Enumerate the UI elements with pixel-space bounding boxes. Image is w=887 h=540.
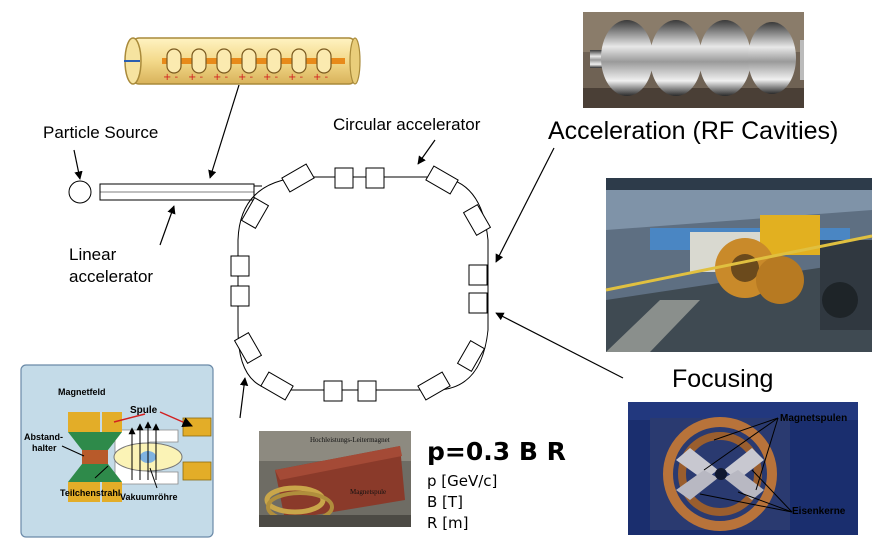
ring-magnet — [233, 332, 263, 364]
ring-magnet — [417, 371, 451, 401]
formula-unit-momentum: p [GeV/c] — [427, 472, 498, 490]
ring-magnet — [323, 380, 343, 402]
ring-magnet — [230, 285, 250, 307]
dipole-magnet-photo: Hochleistungs-Leitermagnet Magnetspule — [259, 431, 411, 527]
ring-magnet — [357, 380, 377, 402]
formula-unit-field: B [T] — [427, 493, 463, 511]
ring-magnet — [240, 197, 270, 229]
svg-text:Hochleistungs-Leitermagnet: Hochleistungs-Leitermagnet — [310, 436, 390, 444]
charge-mark: + - — [288, 72, 304, 83]
circular-accelerator-ring — [230, 163, 492, 402]
dipole-label-abstandhalter-1: Abstand- — [24, 432, 63, 442]
ring-magnet — [468, 264, 488, 286]
dipole-label-magnetfeld: Magnetfeld — [58, 387, 106, 397]
ring-magnet — [334, 167, 354, 189]
label-circular-accelerator: Circular accelerator — [333, 115, 481, 134]
label-particle-source: Particle Source — [43, 123, 159, 142]
ring-magnet — [260, 371, 294, 401]
rf-cavities-photo — [583, 12, 804, 108]
charge-mark: + - — [213, 72, 229, 83]
drift-tube — [316, 48, 332, 74]
charge-mark: + - — [313, 72, 329, 83]
label-linear-accelerator-line1: Linear — [69, 245, 117, 264]
ring-magnet — [365, 167, 385, 189]
label-acceleration-rf-cavities: Acceleration (RF Cavities) — [548, 117, 839, 145]
svg-text:Magnetspule: Magnetspule — [350, 488, 386, 496]
ring-magnet — [456, 340, 486, 372]
pointer-arrows — [73, 84, 624, 419]
dipole-cross-section-diagram — [20, 364, 214, 538]
drift-tube — [191, 48, 207, 74]
quadrupole-magnet-photo — [628, 402, 858, 535]
charge-mark: + - — [188, 72, 204, 83]
label-linear-accelerator-line2: accelerator — [69, 267, 154, 286]
dipole-label-spule: Spule — [130, 405, 158, 416]
drift-tube — [216, 48, 232, 74]
ring-magnet — [425, 165, 459, 195]
ring-magnet — [462, 204, 492, 236]
drift-tube — [166, 48, 182, 74]
ring-magnet — [230, 255, 250, 277]
label-focusing: Focusing — [672, 365, 774, 393]
quad-label-eisenkerne: Eisenkerne — [792, 506, 846, 517]
dipole-label-vakuumroehre: Vakuumröhre — [120, 492, 178, 502]
dipole-label-abstandhalter-2: halter — [32, 443, 57, 453]
charge-mark: + - — [163, 72, 179, 83]
drift-tube — [266, 48, 282, 74]
charge-mark: + - — [238, 72, 254, 83]
accelerator-tunnel-photo — [605, 178, 873, 352]
charge-mark: + - — [263, 72, 279, 83]
quad-label-magnetspulen: Magnetspulen — [780, 413, 847, 424]
dipole-label-teilchenstrahl: Teilchenstrahl — [60, 488, 120, 498]
ring-magnet — [281, 163, 315, 193]
drift-tube — [291, 48, 307, 74]
linear-accelerator-schematic — [68, 180, 262, 204]
formula-equation: p=0.3 B R — [427, 437, 566, 466]
drift-tube-illustration: + - + - + - + - + - + - + - — [124, 37, 361, 85]
drift-tube — [241, 48, 257, 74]
ring-magnet — [468, 292, 488, 314]
formula-unit-radius: R [m] — [427, 514, 469, 532]
